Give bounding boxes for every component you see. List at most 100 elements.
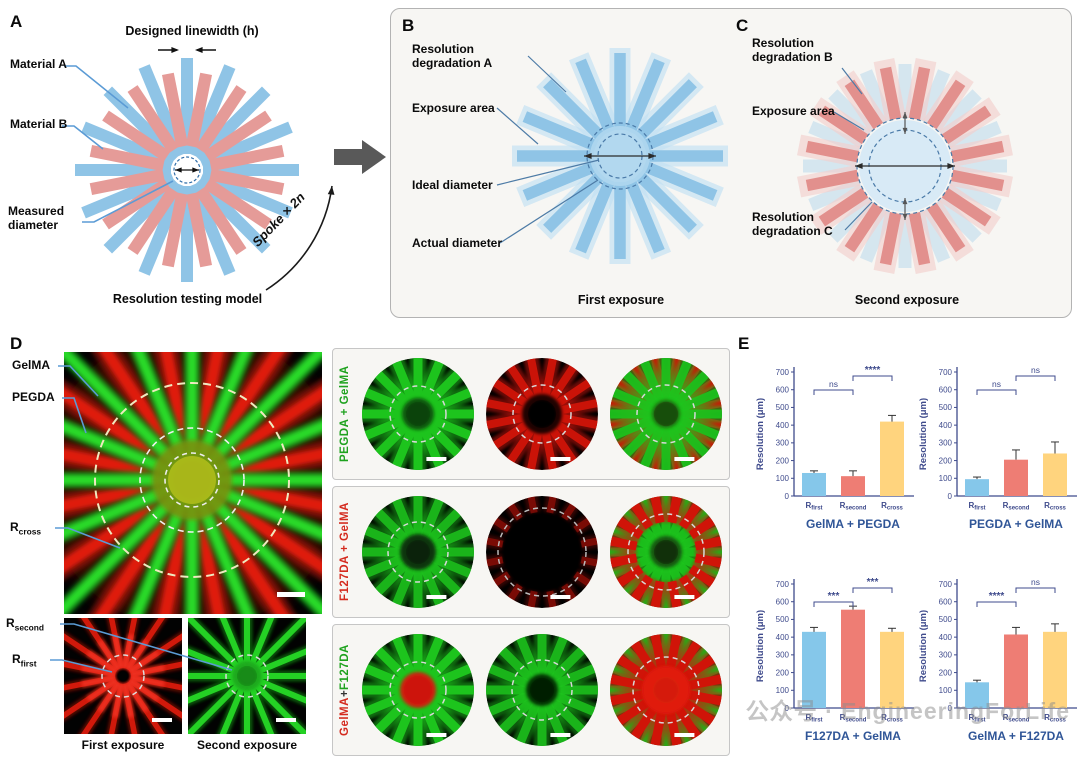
svg-text:0: 0 [785, 704, 790, 713]
svg-text:100: 100 [776, 474, 790, 483]
svg-text:Resolution (μm): Resolution (μm) [918, 610, 929, 682]
svg-text:0: 0 [785, 492, 790, 501]
panel-b-caption: First exposure [577, 293, 665, 307]
panel-a-diagram [62, 47, 335, 291]
svg-text:300: 300 [939, 651, 953, 660]
measured-diameter-label: Measured diameter [8, 204, 65, 233]
designed-linewidth-label: Designed linewidth (h) [125, 24, 259, 38]
svg-text:****: **** [865, 365, 881, 376]
svg-text:200: 200 [776, 668, 790, 677]
svg-text:100: 100 [939, 474, 953, 483]
r-second-label: Rsecond [6, 616, 44, 633]
panel-a-letter: A [10, 12, 23, 31]
svg-text:300: 300 [939, 439, 953, 448]
svg-text:ns: ns [1031, 365, 1040, 375]
svg-text:400: 400 [939, 421, 953, 430]
gelma-label: GelMA [12, 358, 51, 372]
svg-text:Rcross: Rcross [881, 713, 903, 724]
panel-bc-diagram [496, 48, 1013, 274]
row-images-gelma-f127da [362, 634, 722, 746]
svg-text:200: 200 [939, 456, 953, 465]
panel-c-caption: Second exposure [854, 293, 960, 307]
svg-text:Rsecond: Rsecond [1003, 713, 1030, 724]
panel-e-letter: E [738, 334, 750, 353]
svg-text:700: 700 [776, 368, 790, 377]
svg-text:Rcross: Rcross [881, 501, 903, 512]
actual-diameter-label: Actual diameter [412, 236, 503, 250]
svg-text:Rfirst: Rfirst [968, 501, 985, 512]
row-images-pegda-gelma [362, 358, 722, 470]
svg-text:****: **** [989, 591, 1005, 602]
material-a-label: Material A [10, 57, 67, 71]
svg-text:***: *** [867, 577, 879, 588]
svg-text:Rcross: Rcross [1044, 713, 1066, 724]
panel-a-caption: Resolution testing model [112, 292, 263, 306]
svg-text:400: 400 [776, 633, 790, 642]
svg-text:0: 0 [948, 492, 953, 501]
exposure-area-label-c: Exposure area [752, 104, 835, 118]
svg-text:400: 400 [776, 421, 790, 430]
svg-text:400: 400 [939, 633, 953, 642]
svg-text:500: 500 [939, 615, 953, 624]
resolution-degradation-b-label: Resolution degradation B [752, 36, 833, 65]
svg-text:Resolution (μm): Resolution (μm) [755, 398, 766, 470]
svg-text:ns: ns [992, 379, 1001, 389]
svg-text:300: 300 [776, 651, 790, 660]
svg-text:600: 600 [776, 386, 790, 395]
svg-text:ns: ns [1031, 577, 1040, 587]
r-cross-label: Rcross [10, 520, 42, 537]
row-images-f127da-gelma [362, 496, 722, 608]
flow-arrow-icon [334, 140, 386, 174]
panel-b-letter: B [402, 16, 415, 35]
svg-text:Rfirst: Rfirst [805, 501, 822, 512]
svg-text:300: 300 [776, 439, 790, 448]
svg-text:700: 700 [939, 580, 953, 589]
resolution-degradation-c-label: Resolution degradation C [752, 210, 833, 239]
svg-text:Rcross: Rcross [1044, 501, 1066, 512]
r-first-label: Rfirst [12, 652, 37, 669]
svg-text:Rfirst: Rfirst [805, 713, 822, 724]
svg-text:600: 600 [776, 598, 790, 607]
exposure-area-label-b: Exposure area [412, 101, 495, 115]
svg-text:0: 0 [948, 704, 953, 713]
caption-first-exposure: First exposure [81, 738, 165, 752]
panel-d-leader-lines [50, 365, 233, 673]
row-label-gelma-f127da: GelMA + F127DA [339, 644, 351, 736]
svg-text:ns: ns [829, 379, 838, 389]
row-label-pegda-gelma: PEGDA + GelMA [339, 365, 351, 463]
svg-text:Rsecond: Rsecond [840, 501, 867, 512]
svg-text:GelMA + F127DA: GelMA + F127DA [968, 729, 1064, 743]
row-label-f127da-gelma: F127DA + GelMA [339, 502, 351, 602]
svg-text:Rsecond: Rsecond [1003, 501, 1030, 512]
svg-text:500: 500 [776, 403, 790, 412]
svg-text:200: 200 [939, 668, 953, 677]
svg-text:GelMA + PEGDA: GelMA + PEGDA [806, 517, 900, 531]
svg-text:Resolution (μm): Resolution (μm) [755, 610, 766, 682]
panel-c-letter: C [736, 16, 749, 35]
svg-text:PEGDA + GelMA: PEGDA + GelMA [969, 517, 1063, 531]
svg-text:F127DA + GelMA: F127DA + GelMA [805, 729, 901, 743]
svg-text:500: 500 [776, 615, 790, 624]
ideal-diameter-label: Ideal diameter [412, 178, 493, 192]
pegda-label: PEGDA [12, 390, 55, 404]
material-b-label: Material B [10, 117, 68, 131]
svg-text:200: 200 [776, 456, 790, 465]
svg-text:600: 600 [939, 386, 953, 395]
panel-d-letter: D [10, 334, 23, 353]
svg-text:600: 600 [939, 598, 953, 607]
svg-text:500: 500 [939, 403, 953, 412]
svg-text:700: 700 [776, 580, 790, 589]
first-exposure-image [64, 618, 182, 734]
caption-second-exposure: Second exposure [196, 738, 298, 752]
merged-exposure-image [64, 352, 322, 614]
svg-text:Resolution (μm): Resolution (μm) [918, 398, 929, 470]
svg-text:700: 700 [939, 368, 953, 377]
svg-text:100: 100 [939, 686, 953, 695]
svg-text:Rfirst: Rfirst [968, 713, 985, 724]
svg-text:100: 100 [776, 686, 790, 695]
